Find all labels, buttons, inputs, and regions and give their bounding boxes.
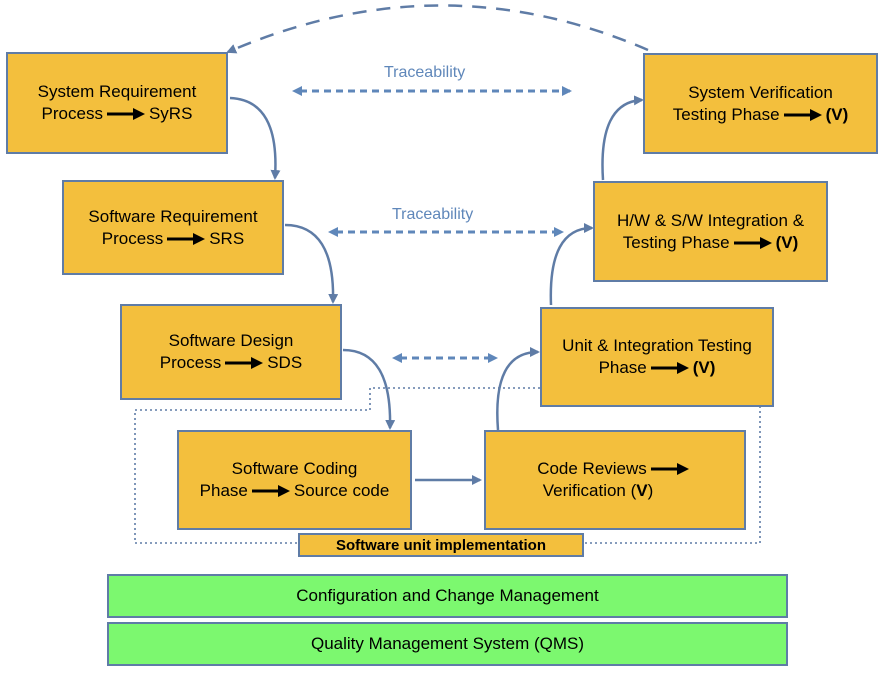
box-text: Phase [598, 358, 647, 377]
verification-mark: (V) [692, 358, 716, 377]
right-arrow-icon [167, 232, 206, 245]
box-text: Source code [293, 481, 390, 500]
arrow-hwsw-to-system [601, 95, 644, 181]
feedback-arc [226, 4, 649, 54]
right-arrow-icon [225, 357, 264, 369]
box-text: Phase [199, 481, 248, 500]
software-design-box: Software Design Process SDS [120, 304, 342, 400]
box-line: Process SDS [160, 352, 302, 374]
box-line: Software Coding [231, 459, 358, 478]
box-text: SyRS [148, 104, 193, 123]
traceability-label-2: Traceability [392, 206, 474, 223]
box-line: Process SRS [102, 228, 244, 250]
box-text: Process [101, 228, 164, 248]
box-text: Process [159, 353, 222, 372]
right-arrow-icon [733, 236, 772, 249]
box-text: ) [647, 481, 654, 500]
system-requirement-box: System Requirement Process SyRS [6, 52, 228, 154]
box-line: Testing Phase (V) [673, 104, 848, 126]
software-coding-box: Software Coding Phase Source code [177, 430, 412, 530]
verification-mark: (V) [775, 232, 799, 252]
hw-sw-integration-box: H/W & S/W Integration & Testing Phase (V… [593, 181, 828, 282]
quality-management-system-bar: Quality Management System (QMS) [107, 622, 788, 666]
software-unit-implementation-label: Software unit implementation [298, 533, 584, 557]
arrow-syrs-to-srs [229, 96, 281, 180]
box-line: Verification (V) [543, 480, 654, 502]
box-text: SRS [209, 228, 245, 248]
right-arrow-icon [783, 108, 822, 121]
right-arrow-icon [650, 362, 689, 374]
box-line: Code Reviews [537, 458, 693, 480]
box-text: SDS [267, 353, 303, 372]
box-line: Unit & Integration Testing [562, 336, 752, 355]
box-text: Code Reviews [537, 459, 647, 478]
configuration-change-management-bar: Configuration and Change Management [107, 574, 788, 618]
box-text: Testing Phase [672, 104, 780, 124]
box-line: Software Requirement [88, 206, 258, 226]
verification-mark: V [636, 481, 648, 500]
arrow-unit-to-hwsw [549, 223, 594, 306]
right-arrow-icon [106, 108, 145, 120]
box-line: Phase Source code [200, 480, 390, 502]
box-line: System Verification [688, 82, 833, 102]
arrow-srs-to-sds [284, 223, 339, 304]
software-requirement-box: Software Requirement Process SRS [62, 180, 284, 275]
box-text: Verification ( [542, 481, 637, 500]
box-text: Testing Phase [622, 232, 730, 252]
code-reviews-box: Code Reviews Verification (V) [484, 430, 746, 530]
arrow-sds-to-coding [342, 348, 396, 430]
box-text: Process [41, 104, 103, 123]
box-line: Testing Phase (V) [623, 232, 798, 254]
box-line: System Requirement [37, 82, 197, 101]
traceability-label-1: Traceability [384, 64, 466, 81]
verification-mark: (V) [825, 104, 849, 124]
box-line: Process SyRS [42, 103, 193, 125]
system-verification-box: System Verification Testing Phase (V) [643, 53, 878, 154]
right-arrow-icon [251, 485, 290, 497]
box-line: Software Design [168, 331, 294, 350]
right-arrow-icon [650, 463, 689, 475]
unit-integration-testing-box: Unit & Integration Testing Phase (V) [540, 307, 774, 407]
box-line: Phase (V) [599, 357, 716, 379]
box-line: H/W & S/W Integration & [616, 210, 805, 230]
arrow-reviews-to-unit [496, 347, 540, 431]
